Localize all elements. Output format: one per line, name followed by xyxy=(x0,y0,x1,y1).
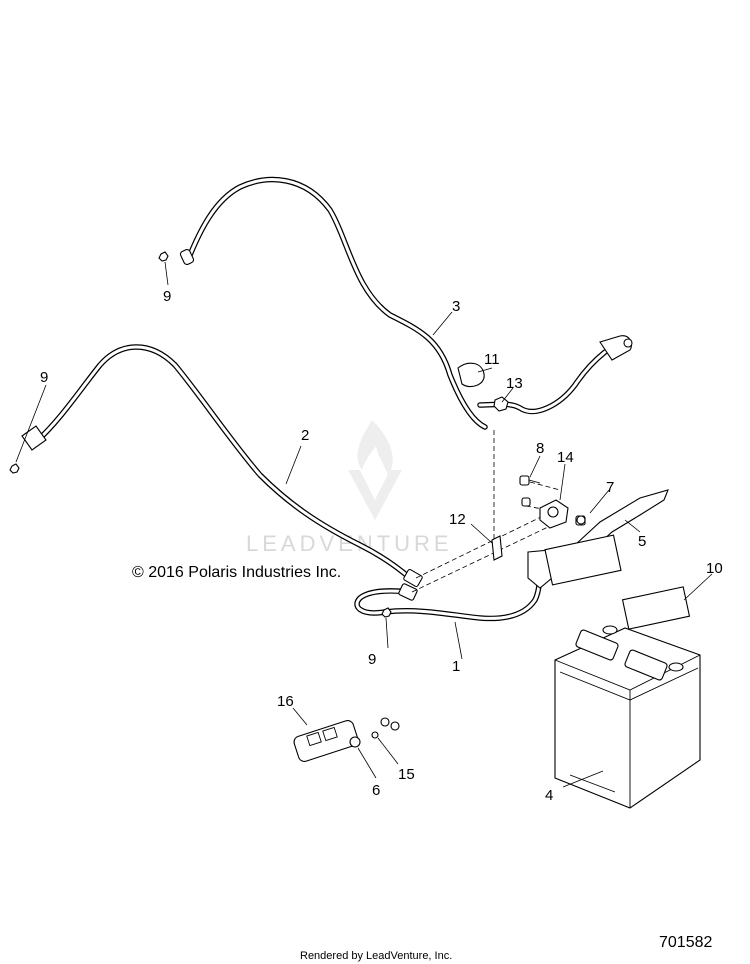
callout-8: 8 xyxy=(536,440,544,457)
callout-9-left: 9 xyxy=(40,369,48,386)
callout-9-top: 9 xyxy=(163,288,171,305)
cable-2 xyxy=(21,344,423,588)
callout-6: 6 xyxy=(372,782,380,799)
part-14-relay xyxy=(521,497,586,529)
footer-text: Rendered by LeadVenture, Inc. xyxy=(300,950,452,962)
callout-9-bottom: 9 xyxy=(368,651,376,668)
part-9-nuts xyxy=(9,251,392,618)
leader-lines xyxy=(15,261,713,788)
callouts: 9 9 9 3 11 13 2 8 14 7 12 5 10 1 16 15 6… xyxy=(40,288,723,804)
callout-11: 11 xyxy=(484,351,500,368)
callout-7: 7 xyxy=(606,479,614,496)
part-4-battery xyxy=(554,625,701,809)
part-5-strap xyxy=(544,489,669,586)
part-10-pad xyxy=(621,586,691,630)
callout-16: 16 xyxy=(277,693,294,710)
callout-15: 15 xyxy=(398,766,415,783)
watermark-text: LEADVENTURE xyxy=(246,531,453,556)
part-6-15-hardware xyxy=(349,717,400,748)
watermark-logo-icon xyxy=(348,420,402,520)
copyright-text: © 2016 Polaris Industries Inc. xyxy=(132,564,341,581)
part-16-module xyxy=(293,720,359,762)
callout-4: 4 xyxy=(545,787,553,804)
cable-3 xyxy=(179,176,633,430)
callout-10: 10 xyxy=(706,560,723,577)
callout-3: 3 xyxy=(452,298,460,315)
watermark: LEADVENTURE xyxy=(246,420,453,556)
part-7-screw xyxy=(576,515,586,525)
cable-1 xyxy=(354,549,553,622)
diagram-id: 701582 xyxy=(659,934,712,951)
callout-5: 5 xyxy=(638,533,646,550)
part-13-nut xyxy=(493,396,509,412)
part-12-bracket xyxy=(491,535,503,561)
callout-14: 14 xyxy=(557,449,574,466)
callout-2: 2 xyxy=(301,427,309,444)
part-11-clamp xyxy=(457,362,485,388)
callout-1: 1 xyxy=(452,658,460,675)
callout-12: 12 xyxy=(449,511,466,528)
callout-13: 13 xyxy=(506,375,523,392)
part-8-bolt xyxy=(519,475,541,486)
